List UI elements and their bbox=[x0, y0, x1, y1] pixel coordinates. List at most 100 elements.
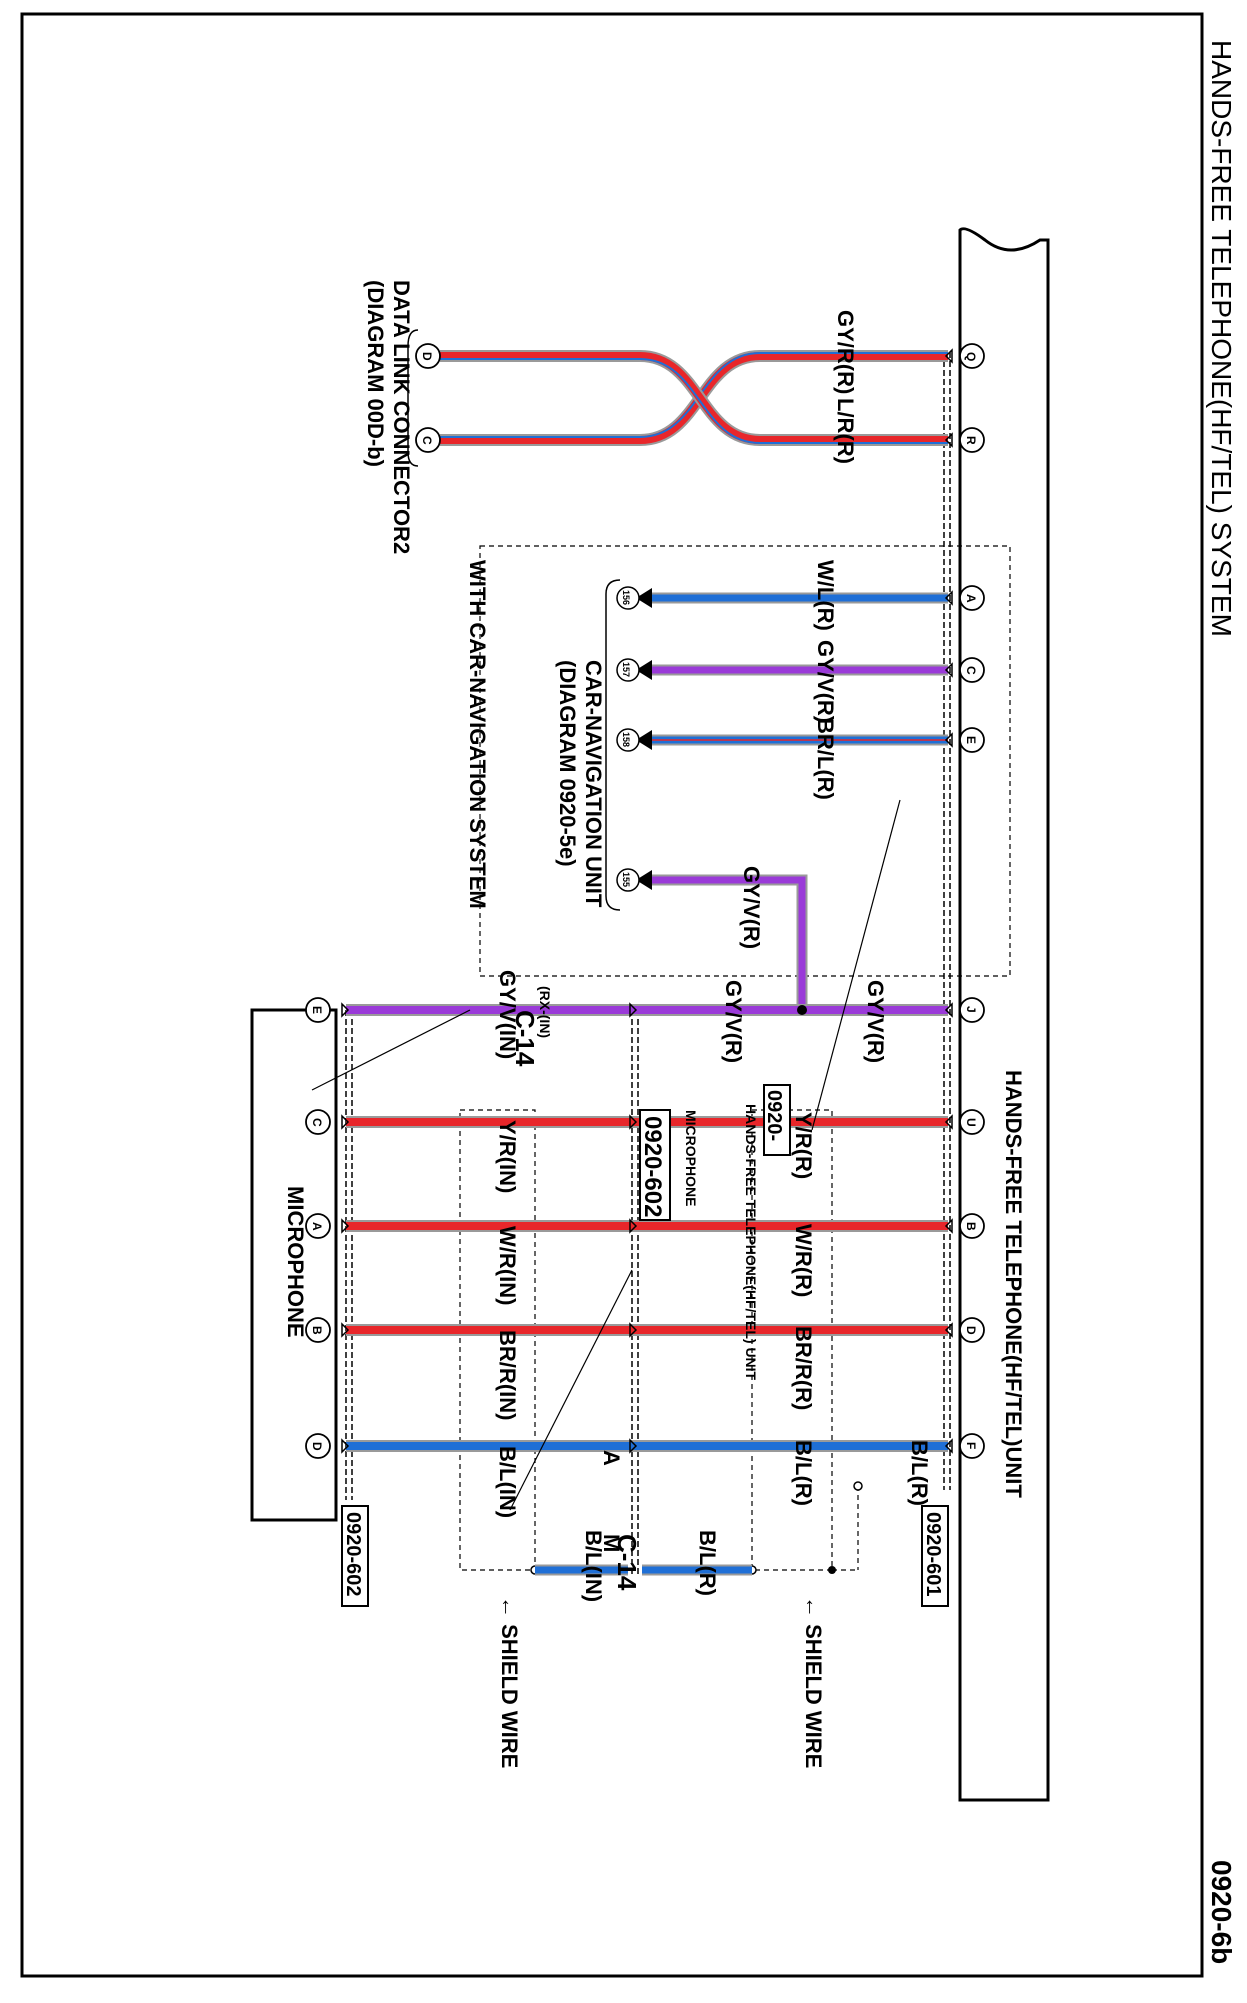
mic-pin-e: E bbox=[305, 997, 331, 1023]
unit-terminal-marker bbox=[944, 662, 953, 678]
car-nav-wire-gyv: GY/V(R) bbox=[813, 640, 838, 723]
overlay-code-box-1 bbox=[639, 1109, 671, 1221]
page-border bbox=[20, 12, 1204, 1978]
unit-pin-r: R bbox=[959, 427, 985, 453]
car-nav-wire-wl: W/L(R) bbox=[813, 560, 838, 631]
car-nav-wires bbox=[652, 592, 948, 1010]
lower-wire-brr: BR/R(IN) bbox=[495, 1330, 520, 1420]
unit-terminal-marker bbox=[944, 732, 953, 748]
mic-connector-code-box bbox=[341, 1505, 369, 1607]
unit-pin-r-label: R bbox=[964, 436, 978, 445]
unit-pin-q-label: Q bbox=[964, 352, 978, 361]
unit-pin-f: F bbox=[959, 1433, 985, 1459]
unit-pin-d-circle bbox=[959, 1317, 985, 1343]
dlc-wire-2-label: L/R(R) bbox=[833, 398, 858, 464]
joint-terminal-marker bbox=[629, 1438, 638, 1454]
car-nav-label-line1: CAR-NAVIGATION UNIT bbox=[581, 660, 606, 908]
upper-shield-box bbox=[751, 1109, 833, 1571]
joint-pin-a: A bbox=[599, 1450, 624, 1466]
lower-wire-wr: W/R(IN) bbox=[495, 1226, 520, 1305]
unit-pin-u-label: U bbox=[964, 1118, 978, 1127]
unit-pin-b: B bbox=[959, 1213, 985, 1239]
unit-terminal-marker bbox=[944, 1114, 953, 1130]
unit-pin-a-label: A bbox=[964, 594, 978, 603]
joint-terminal-marker bbox=[629, 1218, 638, 1234]
dlc-pin-c-label: C bbox=[420, 436, 434, 445]
dlc-label-line2: (DIAGRAM 00D-b) bbox=[363, 280, 388, 467]
overlay-code-2: 0920- bbox=[763, 1090, 785, 1141]
leader-line-1 bbox=[811, 799, 901, 1131]
unit-connector-code: 0920-601 bbox=[922, 1512, 944, 1597]
hf-tel-unit-label: HANDS-FREE TELEPHONE(HF/TEL)UNIT bbox=[1001, 1070, 1026, 1498]
lower-wire-gyv: GY/V(IN) bbox=[495, 970, 520, 1059]
unit-pin-u-circle bbox=[959, 1109, 985, 1135]
joint-code-bottom: C-14 bbox=[612, 1534, 642, 1591]
middle-wire-labels: GY/V(R) B/L(R) bbox=[695, 980, 746, 1596]
upper-shield-wire-label: ← SHIELD WIRE bbox=[801, 1596, 826, 1768]
shield-branch-terminal bbox=[853, 1481, 863, 1491]
upper-shield-junction bbox=[828, 1566, 836, 1574]
upper-wire-brr: BR/R(R) bbox=[791, 1326, 816, 1410]
dlc-pin-d: D bbox=[415, 343, 441, 369]
unit-pin-e-circle bbox=[959, 727, 985, 753]
overlay-microphone: MICROPHONE bbox=[683, 1110, 699, 1206]
diagram-code: 0920-6b bbox=[1206, 1860, 1237, 1964]
joint-pin-m: M bbox=[599, 1534, 624, 1552]
unit-terminal-marker bbox=[944, 432, 953, 448]
car-nav-terminal-labels: 156 157 158 155 bbox=[616, 586, 640, 892]
upper-wire-bl: B/L(R) bbox=[791, 1440, 816, 1506]
car-nav-group-box bbox=[479, 545, 1011, 977]
middle-wire-gyv: GY/V(R) bbox=[721, 980, 746, 1063]
leader-line-3 bbox=[311, 1009, 471, 1091]
overlay-code-box-2 bbox=[763, 1084, 791, 1156]
unit-terminal-marker bbox=[944, 1218, 953, 1234]
lower-wire-yr: Y/R(IN) bbox=[495, 1120, 520, 1193]
unit-pin-b-label: B bbox=[964, 1222, 978, 1231]
unit-pin-c-circle bbox=[959, 657, 985, 683]
unit-pin-c-label: C bbox=[964, 666, 978, 675]
mic-connector-code: 0920-602 bbox=[342, 1512, 364, 1597]
unit-pin-q: Q bbox=[959, 343, 985, 369]
unit-pin-j-circle bbox=[959, 997, 985, 1023]
mic-terminal-marker bbox=[341, 1438, 350, 1454]
unit-pin-j: J bbox=[959, 997, 985, 1023]
overlay-code-1: 0920-602 bbox=[639, 1116, 666, 1217]
dlc-pin-d-circle bbox=[415, 343, 441, 369]
overlay-unit-text: HANDS-FREE TELEPHONE(HF/TEL) UNIT bbox=[743, 1104, 759, 1381]
joint-rx-label: (RX-(IN) bbox=[537, 986, 553, 1038]
dlc-label-line1: DATA LINK CONNECTOR2 bbox=[389, 280, 414, 554]
unit-pin-d-label: D bbox=[964, 1326, 978, 1335]
joint-terminal-marker bbox=[629, 1322, 638, 1338]
car-nav-wire-gyv-2: GY/V(R) bbox=[739, 866, 764, 949]
lower-wire-bl-2: B/L(IN) bbox=[581, 1530, 606, 1602]
unit-pin-b-circle bbox=[959, 1213, 985, 1239]
car-nav-bracket bbox=[605, 579, 621, 911]
lower-wire-labels: GY/V(IN) Y/R(IN) W/R(IN) BR/R(IN) B/L(IN… bbox=[495, 970, 606, 1602]
unit-pin-d: D bbox=[959, 1317, 985, 1343]
car-nav-wire-brl: BR/L(R) bbox=[813, 718, 838, 800]
joint-terminal-marker bbox=[629, 1002, 638, 1018]
car-nav-terminal-157: 157 bbox=[621, 662, 631, 677]
mic-pin-d-label: D bbox=[310, 1442, 324, 1451]
dlc-pin-d-label: D bbox=[420, 352, 434, 361]
mic-pin-e-circle bbox=[305, 997, 331, 1023]
unit-terminal-marker bbox=[944, 348, 953, 364]
unit-pin-c: C bbox=[959, 657, 985, 683]
page-title: HANDS-FREE TELEPHONE(HF/TEL) SYSTEM bbox=[1206, 40, 1237, 637]
hf-tel-unit-body bbox=[958, 227, 1050, 1802]
unit-pin-j-label: J bbox=[964, 1006, 978, 1013]
mic-pin-a-circle bbox=[305, 1213, 331, 1239]
upper-wire-yr: Y/R(R) bbox=[791, 1112, 816, 1179]
car-nav-terminals bbox=[636, 588, 652, 890]
mic-pin-d-circle bbox=[305, 1433, 331, 1459]
unit-pin-e: E bbox=[959, 727, 985, 753]
unit-pin-u: U bbox=[959, 1109, 985, 1135]
dlc-twisted-pair bbox=[440, 350, 948, 446]
unit-terminal-marker bbox=[944, 1438, 953, 1454]
mic-pin-c-circle bbox=[305, 1109, 331, 1135]
mic-pin-b-circle bbox=[305, 1317, 331, 1343]
unit-terminal-marker bbox=[944, 1002, 953, 1018]
lower-wire-bl: B/L(IN) bbox=[495, 1446, 520, 1518]
mic-pin-a: A bbox=[305, 1213, 331, 1239]
